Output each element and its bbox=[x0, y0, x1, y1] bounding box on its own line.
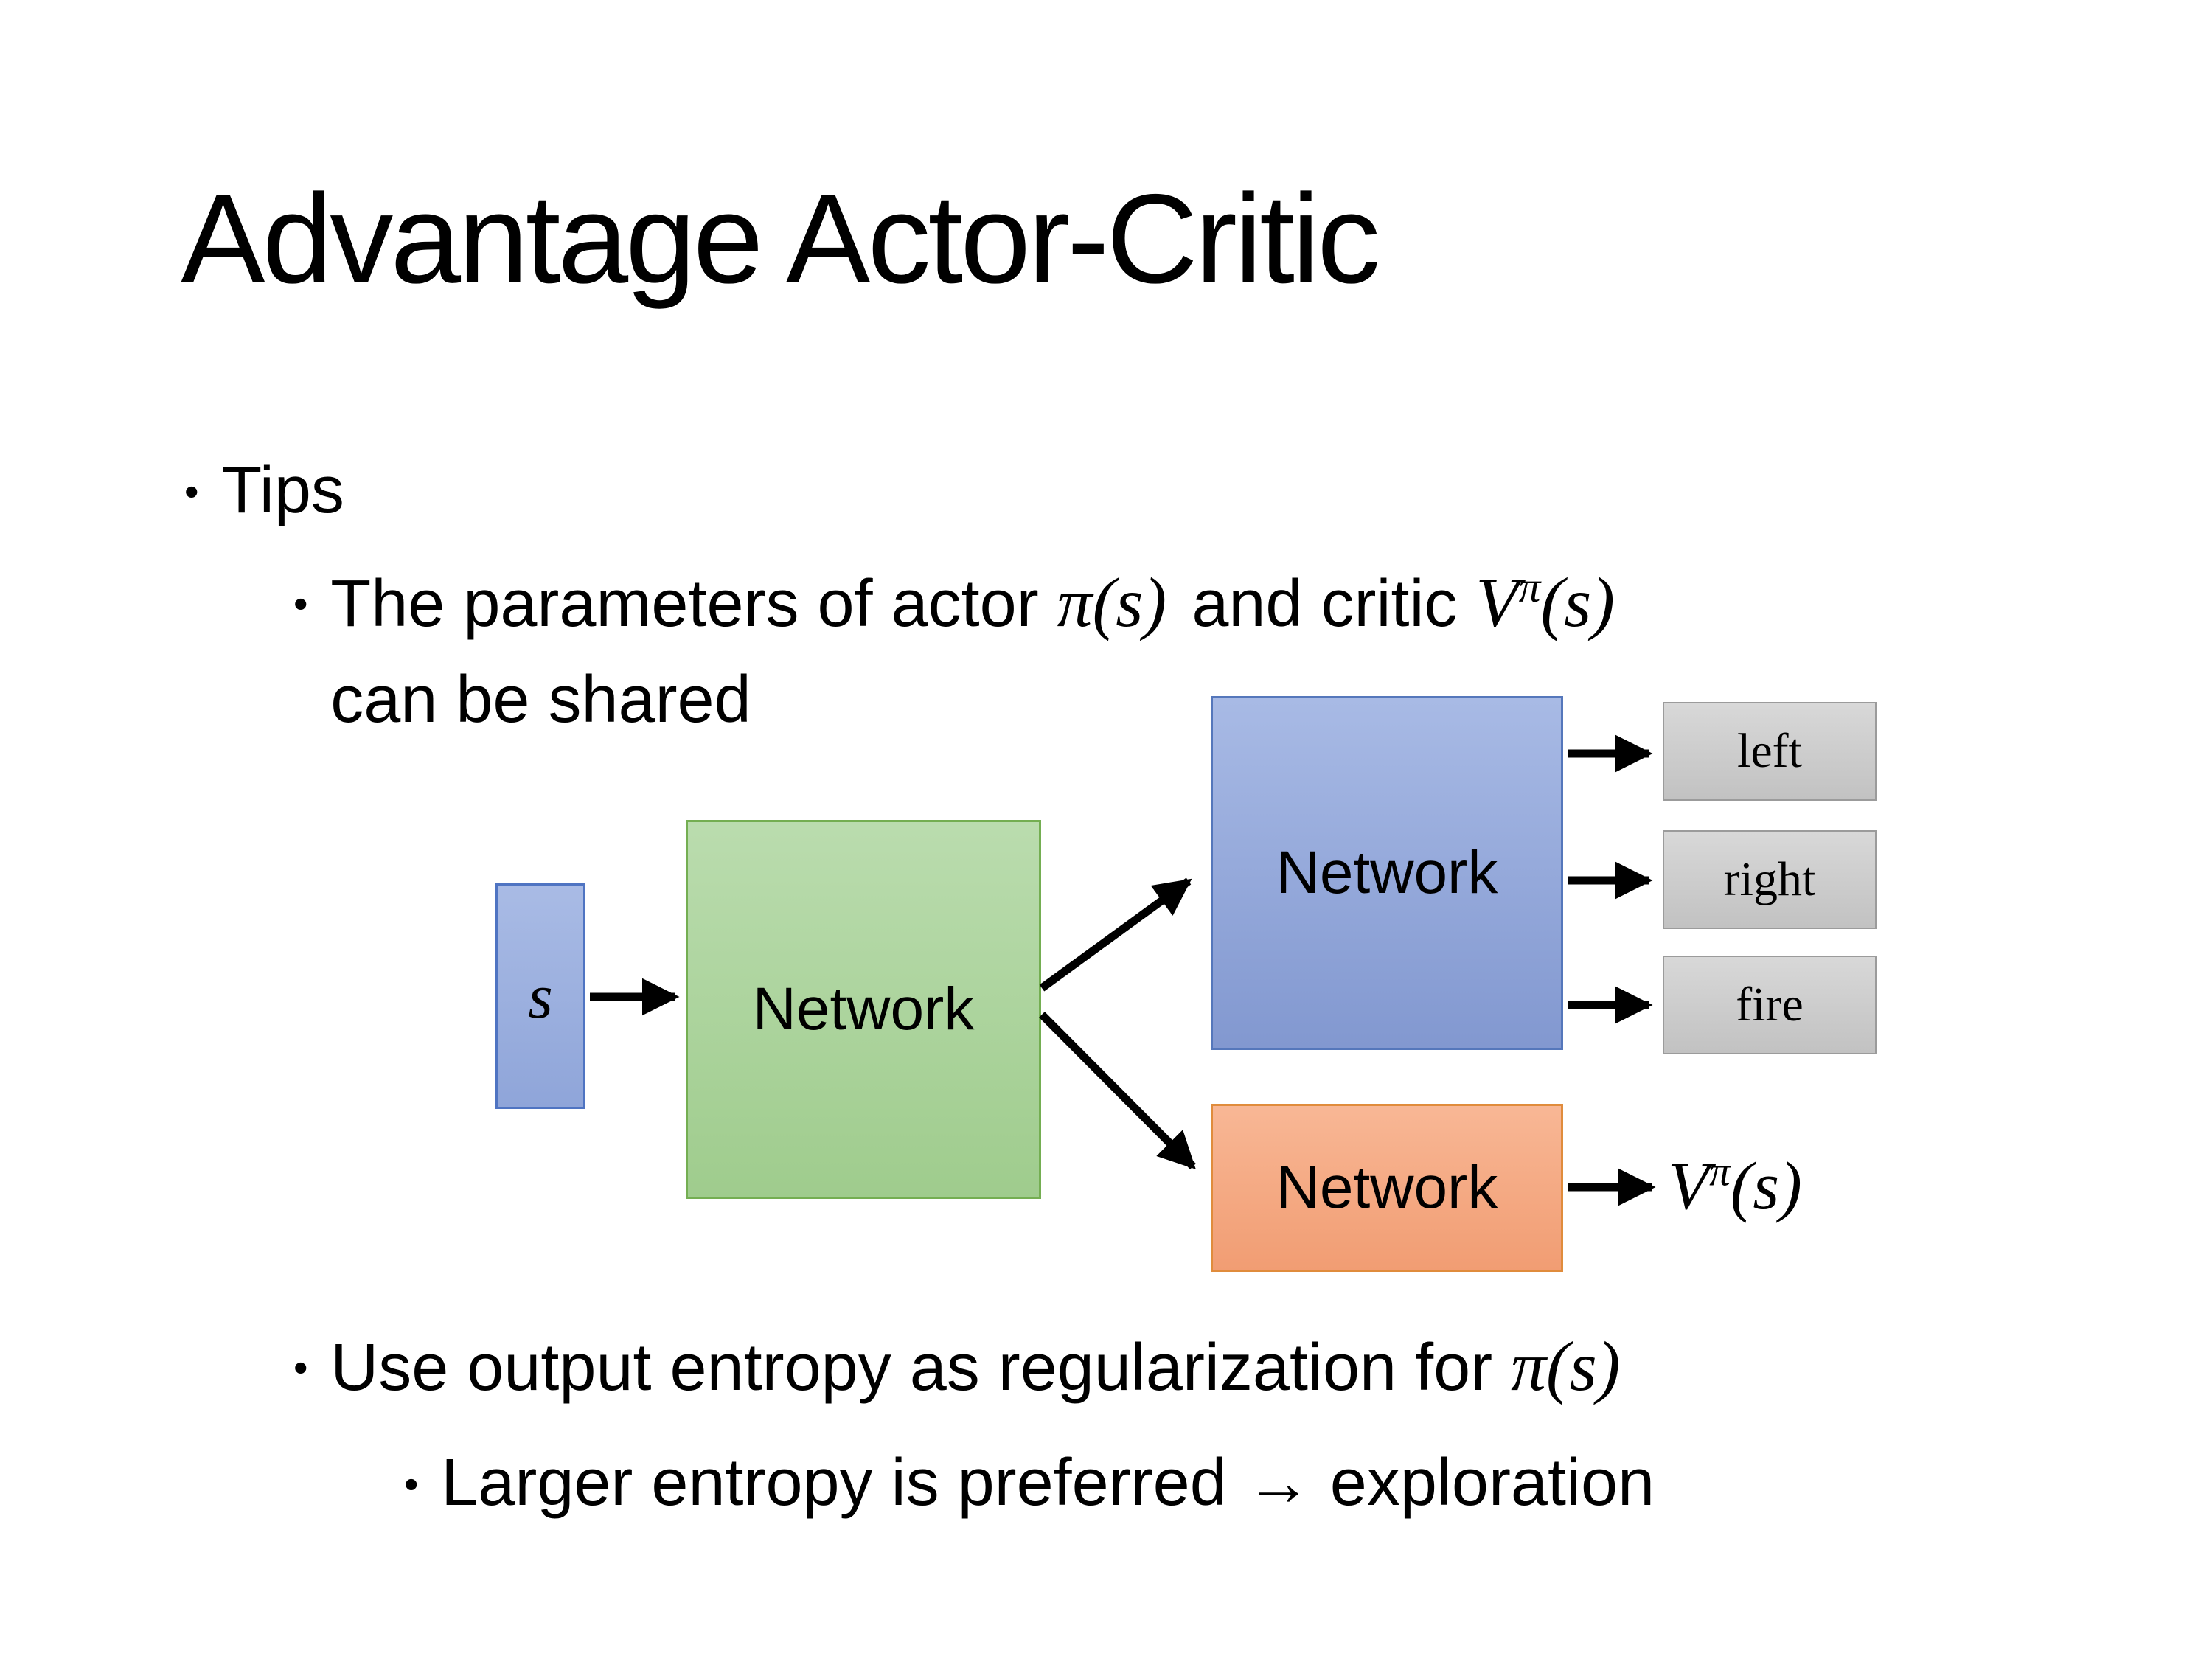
bullet-tips-label: Tips bbox=[221, 453, 344, 527]
bullet-entropy-row: • Use output entropy as regularization f… bbox=[293, 1318, 1621, 1416]
policy-math: π(s) bbox=[1511, 1327, 1621, 1405]
critic-network-box: Network bbox=[1211, 1104, 1563, 1272]
arrow-shared-to-actor bbox=[1039, 877, 1192, 992]
bullet-glyph: • bbox=[184, 468, 199, 515]
actor-math: π(s) bbox=[1057, 563, 1167, 641]
parameters-text-mid: and critic bbox=[1192, 567, 1476, 641]
parameters-text-pre: The parameters of actor bbox=[330, 567, 1057, 641]
critic-math-V: V bbox=[1475, 563, 1519, 641]
bullet-parameters-text: The parameters of actor π(s) and critic V… bbox=[330, 554, 1615, 748]
state-input-label: s bbox=[528, 961, 553, 1032]
entropy-text-pre: Use output entropy as regularization for bbox=[330, 1331, 1512, 1405]
slide-title: Advantage Actor-Critic bbox=[181, 168, 1380, 310]
value-args: (s) bbox=[1730, 1148, 1802, 1223]
actor-network-label: Network bbox=[1276, 839, 1498, 906]
action-right-label: right bbox=[1723, 852, 1816, 906]
value-output-label: Vπ(s) bbox=[1668, 1141, 1802, 1230]
shared-network-label: Network bbox=[752, 975, 975, 1043]
bullet-parameters-line2: can be shared bbox=[330, 663, 751, 737]
critic-math-args: (s) bbox=[1540, 563, 1615, 641]
critic-math-sup: π bbox=[1518, 563, 1541, 612]
bullet-glyph: • bbox=[404, 1461, 419, 1507]
bullet-glyph: • bbox=[293, 580, 308, 627]
arrow-shared-to-critic bbox=[1039, 1012, 1196, 1169]
value-sup: π bbox=[1709, 1148, 1731, 1195]
action-right-box: right bbox=[1663, 830, 1877, 929]
value-V: V bbox=[1668, 1148, 1710, 1223]
action-left-label: left bbox=[1737, 724, 1802, 778]
action-fire-box: fire bbox=[1663, 956, 1877, 1054]
bullet-larger-entropy-text: Larger entropy is preferred → exploratio… bbox=[441, 1446, 1655, 1520]
bullet-entropy-text: Use output entropy as regularization for… bbox=[330, 1318, 1620, 1416]
bullet-glyph: • bbox=[293, 1344, 308, 1391]
critic-math: Vπ(s) bbox=[1475, 563, 1615, 641]
bullet-tips-row: • Tips bbox=[184, 442, 344, 540]
critic-network-label: Network bbox=[1276, 1154, 1498, 1221]
action-left-box: left bbox=[1663, 702, 1877, 801]
state-input-box: s bbox=[495, 883, 585, 1109]
action-fire-label: fire bbox=[1736, 978, 1804, 1032]
shared-network-box: Network bbox=[686, 820, 1041, 1199]
bullet-larger-entropy-row: • Larger entropy is preferred → explorat… bbox=[404, 1435, 1655, 1532]
actor-network-box: Network bbox=[1211, 696, 1563, 1050]
bullet-parameters-row: • The parameters of actor π(s) and critic… bbox=[293, 554, 1615, 748]
